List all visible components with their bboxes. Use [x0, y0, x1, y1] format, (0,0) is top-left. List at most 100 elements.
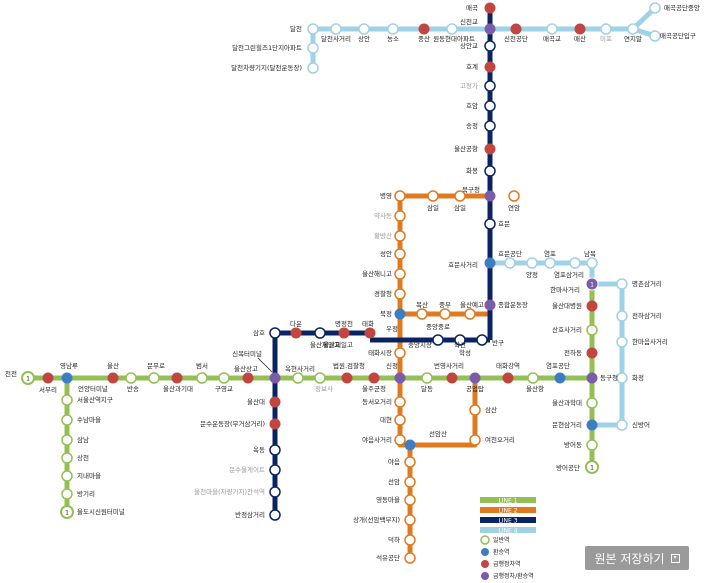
- station-maesan[interactable]: [574, 23, 586, 35]
- station-seobu[interactable]: [42, 372, 54, 384]
- station-yaksa[interactable]: [394, 210, 406, 222]
- station-taehwa-market[interactable]: [394, 347, 406, 359]
- station-maegok-gongdan-east[interactable]: [649, 2, 661, 14]
- station-samho[interactable]: [454, 190, 466, 202]
- station-myeongjeong[interactable]: [338, 327, 350, 339]
- station-dalcheon-greenhill[interactable]: [307, 42, 319, 54]
- station-hyomun-gongdan[interactable]: [504, 257, 516, 269]
- station-hyeondaeapt[interactable]: [446, 23, 458, 35]
- station-dalji[interactable]: [421, 372, 433, 384]
- station-jungbu[interactable]: [439, 308, 451, 320]
- station-sanho[interactable]: [586, 324, 598, 336]
- station-hwabong[interactable]: [484, 165, 496, 177]
- station-seongan[interactable]: [394, 248, 406, 260]
- station-sangae[interactable]: [404, 514, 416, 526]
- station-mungu[interactable]: [148, 372, 160, 384]
- station-deokha[interactable]: [404, 534, 416, 546]
- station-yeompo-samgeori[interactable]: [569, 257, 581, 269]
- station-yeomjo[interactable]: [544, 257, 556, 269]
- station-yeongnamru[interactable]: [61, 372, 73, 384]
- station-nammok[interactable]: [586, 257, 598, 269]
- station-sinbangeo[interactable]: [616, 419, 628, 431]
- station-sangan[interactable]: [358, 23, 370, 35]
- station-hwajeong[interactable]: [616, 372, 628, 384]
- station-gojeong[interactable]: [484, 80, 496, 92]
- station-daun[interactable]: [290, 327, 302, 339]
- station-samil[interactable]: [427, 190, 439, 202]
- station-ulsan-ktx[interactable]: [107, 372, 119, 384]
- station-jangheon[interactable]: [269, 486, 281, 498]
- station-suyeong[interactable]: [61, 414, 73, 426]
- station-songjeong[interactable]: [484, 120, 496, 132]
- station-yaeum[interactable]: [404, 456, 416, 468]
- station-daldong[interactable]: [307, 23, 319, 35]
- station-maegok-gongdan-ipgu[interactable]: [649, 30, 661, 42]
- station-ulsan-gwahak[interactable]: [586, 397, 598, 409]
- station-munhyeon[interactable]: [586, 419, 598, 431]
- station-bukjeong[interactable]: [394, 308, 406, 320]
- station-ulsan-sangang[interactable]: [242, 372, 254, 384]
- station-samho-3[interactable]: [269, 327, 281, 339]
- station-jeonha-samgeori[interactable]: [616, 310, 628, 322]
- station-bangeo-sageori[interactable]: [269, 509, 281, 521]
- station-dongheon[interactable]: [432, 334, 444, 346]
- station-sinbok[interactable]: [269, 372, 281, 384]
- station-maegok[interactable]: [484, 2, 496, 14]
- station-maegok-gyo[interactable]: [546, 23, 558, 35]
- station-sangahn-gyo[interactable]: [484, 40, 496, 52]
- station-seonam[interactable]: [404, 476, 416, 488]
- station-yeompo-gongdan[interactable]: [554, 372, 566, 384]
- station-gongeop[interactable]: [469, 372, 481, 384]
- station-hoam[interactable]: [484, 100, 496, 112]
- station-gyeongjeon[interactable]: [394, 288, 406, 300]
- station-ulsanhang[interactable]: [527, 372, 539, 384]
- station-hogye[interactable]: [484, 61, 496, 73]
- save-original-button[interactable]: 원본 저장하기 ▾: [585, 546, 689, 570]
- station-hyomun-geori[interactable]: [484, 257, 496, 269]
- station-samnam[interactable]: [61, 434, 73, 446]
- station-donggucheong[interactable]: [586, 372, 598, 384]
- station-gongeopdan[interactable]: [404, 494, 416, 506]
- station-hanhwa[interactable]: [586, 300, 598, 312]
- station-taehwa[interactable]: [364, 327, 376, 339]
- station-munsu-waterfront[interactable]: [269, 464, 281, 476]
- station-ulju-cheong[interactable]: [368, 372, 380, 384]
- station-ulsan-gwagi[interactable]: [171, 372, 183, 384]
- station-gyesu[interactable]: [314, 372, 326, 384]
- station-jinae[interactable]: [61, 470, 73, 482]
- station-hyomun[interactable]: [484, 218, 496, 230]
- station-singwang[interactable]: [484, 23, 496, 35]
- station-taehwa-gangyeok[interactable]: [502, 372, 514, 384]
- station-yeonji-a[interactable]: [600, 23, 612, 35]
- station-yeonji[interactable]: [627, 23, 639, 35]
- station-beomseo[interactable]: [196, 372, 208, 384]
- station-ongnam[interactable]: [269, 444, 281, 456]
- station-jeonha-dong[interactable]: [586, 347, 598, 359]
- station-ulsan-e[interactable]: [464, 308, 476, 320]
- station-myeongchon[interactable]: [616, 278, 628, 290]
- station-sangcheon[interactable]: [61, 452, 73, 464]
- station-munsu[interactable]: [269, 418, 281, 430]
- station-ulsan-univ[interactable]: [269, 396, 281, 408]
- station-daehyeon[interactable]: [394, 414, 406, 426]
- station-bangi[interactable]: [61, 488, 73, 500]
- station-byeongyeong[interactable]: [394, 190, 406, 202]
- station-ulsan-haeneum[interactable]: [394, 268, 406, 280]
- station-ulsan-jeil[interactable]: [314, 327, 326, 339]
- station-guyeong[interactable]: [218, 372, 230, 384]
- station-banseong[interactable]: [125, 372, 137, 384]
- station-ulsan-airport[interactable]: [484, 143, 496, 155]
- station-yangjeong[interactable]: [526, 257, 538, 269]
- station-bangeodong[interactable]: [586, 439, 598, 451]
- station-seoulsan[interactable]: [61, 394, 73, 406]
- station-seonamsan[interactable]: [404, 439, 416, 451]
- station-samsan[interactable]: [469, 404, 481, 416]
- station-ulsan-jong[interactable]: [484, 299, 496, 311]
- station-singwang-gongdan[interactable]: [510, 23, 522, 35]
- station-haksan[interactable]: [454, 334, 466, 346]
- station-bokdong[interactable]: [416, 308, 428, 320]
- station-dalcheon-depot[interactable]: [307, 62, 319, 74]
- station-seokyugongdan[interactable]: [404, 552, 416, 564]
- station-hwangbang[interactable]: [394, 230, 406, 242]
- station-dongseo[interactable]: [394, 396, 406, 408]
